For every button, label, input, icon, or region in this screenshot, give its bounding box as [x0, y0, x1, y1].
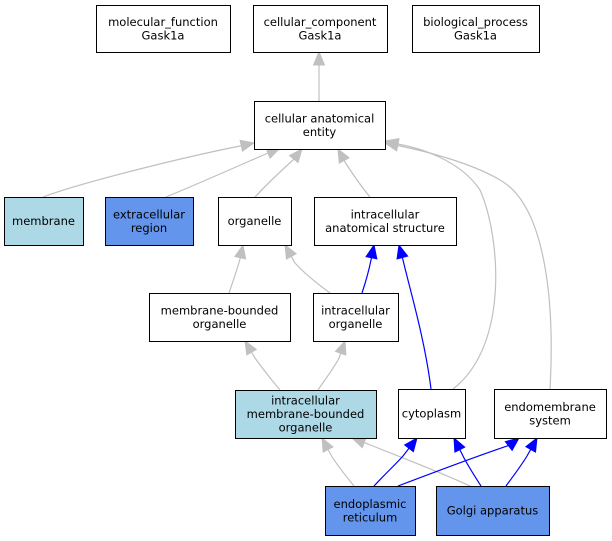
node-label: Gask1a	[142, 28, 185, 42]
node-box[interactable]	[314, 197, 457, 246]
edge-er-to-cyt	[373, 436, 418, 487]
node-box[interactable]	[218, 197, 292, 246]
node-label: extracellular	[113, 207, 185, 221]
edge-mbo-to-org	[228, 243, 247, 294]
node-label: cytoplasm	[402, 407, 461, 421]
node-box[interactable]	[313, 293, 399, 342]
node-box[interactable]	[149, 293, 291, 342]
arrowhead	[334, 339, 347, 356]
node-label: endomembrane	[504, 400, 596, 414]
edge-org-to-cae	[254, 148, 303, 198]
node-label: biological_process	[423, 15, 528, 29]
edge-er-to-ems	[397, 437, 521, 487]
arrowhead	[244, 339, 258, 356]
arrowhead	[383, 139, 400, 152]
node-label: endoplasmic	[334, 497, 407, 511]
node-label: Gask1a	[454, 28, 497, 42]
arrowhead	[453, 436, 466, 453]
node-label: Golgi apparatus	[447, 504, 539, 518]
node-label: entity	[303, 125, 337, 139]
arrowhead	[321, 436, 334, 453]
node-label: anatomical structure	[325, 221, 445, 235]
arrowhead	[337, 147, 350, 164]
edge-ga-to-imbo	[350, 436, 471, 487]
node-box[interactable]	[4, 197, 84, 246]
edge-imbo-to-mbo	[244, 339, 281, 391]
arrowhead	[284, 243, 298, 260]
edge-io-to-ias	[361, 243, 378, 294]
node-label: reticulum	[343, 510, 398, 524]
node-label: membrane	[12, 214, 75, 228]
arrowhead	[234, 243, 247, 260]
node-box[interactable]	[398, 389, 466, 439]
node-box[interactable]	[325, 486, 416, 536]
node-mem[interactable]: membrane	[4, 197, 84, 246]
node-org[interactable]: organelle	[218, 197, 292, 246]
arrowhead	[365, 243, 378, 260]
arrowhead	[504, 437, 521, 452]
arrowhead	[524, 436, 538, 453]
node-box[interactable]	[105, 197, 194, 246]
node-label: membrane-bounded	[247, 407, 365, 421]
node-ga[interactable]: Golgi apparatus	[436, 486, 550, 536]
edge-cyt-to-cae	[383, 137, 497, 390]
edge-io-to-org	[284, 243, 331, 294]
node-label: intracellular	[271, 394, 340, 408]
arrowhead	[403, 436, 418, 453]
edge-imbo-to-io	[317, 339, 347, 391]
node-label: cellular_component	[264, 15, 377, 29]
node-label: organelle	[279, 421, 333, 435]
edge-ems-to-cae	[383, 139, 552, 390]
node-label: membrane-bounded	[161, 303, 279, 317]
node-box[interactable]	[253, 5, 388, 53]
edge-ias-to-cae	[337, 147, 371, 198]
node-label: cellular anatomical	[265, 111, 375, 125]
edges-layer	[42, 50, 552, 487]
node-label: region	[131, 221, 167, 235]
node-cyt[interactable]: cytoplasm	[398, 389, 466, 439]
edge-cae-to-cc	[312, 50, 326, 101]
edge-exr-to-cae	[165, 147, 282, 198]
arrowhead	[239, 139, 256, 152]
edge-er-to-imbo	[321, 436, 355, 487]
node-box[interactable]	[235, 390, 377, 439]
arrowhead	[288, 148, 303, 164]
edge-ga-to-ems	[505, 436, 538, 487]
node-box[interactable]	[254, 101, 386, 150]
node-label: organelle	[329, 317, 383, 331]
node-label: intracellular	[351, 207, 420, 221]
edge-cyt-to-ias	[396, 243, 432, 390]
node-label: intracellular	[321, 303, 390, 317]
edge-ga-to-cyt	[453, 436, 482, 487]
node-box[interactable]	[412, 5, 540, 53]
node-label: system	[529, 413, 571, 427]
node-box[interactable]	[494, 389, 607, 439]
nodes-layer: molecular_functionGask1acellular_compone…	[4, 5, 607, 536]
arrowhead	[312, 50, 326, 66]
arrowhead	[396, 243, 409, 260]
node-label: organelle	[228, 214, 282, 228]
node-label: organelle	[193, 317, 247, 331]
node-label: molecular_function	[108, 15, 218, 29]
node-box[interactable]	[96, 5, 231, 53]
node-box[interactable]	[436, 486, 550, 536]
edge-mem-to-cae	[42, 139, 256, 198]
node-label: Gask1a	[299, 28, 342, 42]
